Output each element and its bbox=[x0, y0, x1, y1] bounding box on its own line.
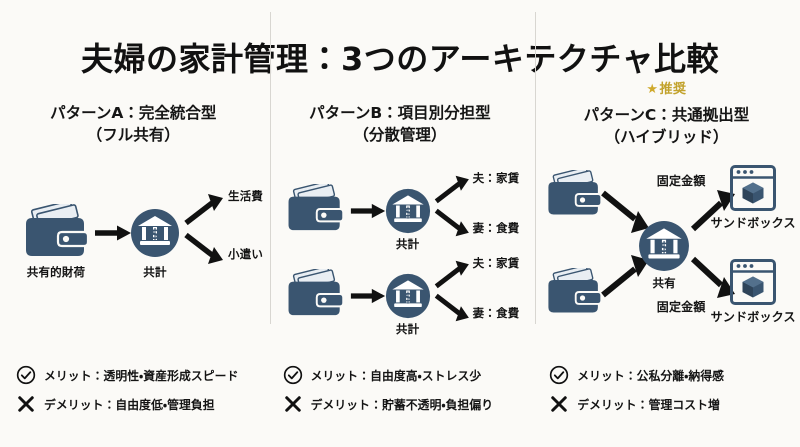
output-label-1: 夫：家賃 bbox=[472, 171, 520, 185]
arrow-hub-to-output-2 bbox=[434, 293, 469, 322]
pattern-c-notes: メリット：公私分離・納得感 デメリット：管理コスト増 bbox=[533, 365, 800, 414]
cross-icon bbox=[18, 396, 34, 412]
bank-icon: $ bbox=[385, 188, 431, 234]
pattern-a-notes: メリット：透明性・資産形成スピード デメリット：自由度低・管理負担 bbox=[0, 365, 267, 414]
pattern-column-b: パターンB：項目別分担型 （分散管理） bbox=[267, 90, 534, 420]
wallet-icon bbox=[545, 170, 603, 218]
merit-text: メリット：公私分離・納得感 bbox=[577, 368, 725, 383]
page-title: 夫婦の家計管理：3つのアーキテクチャ比較 bbox=[80, 40, 720, 78]
arrow-wallet-to-hub bbox=[350, 288, 385, 304]
hub-label: 共計 bbox=[143, 265, 167, 279]
pattern-columns: パターンA：完全統合型 （フル共有） 共有的財荷 bbox=[0, 82, 800, 420]
merit-row: メリット：透明性・資産形成スピード bbox=[16, 365, 267, 385]
star-icon: ★ bbox=[646, 82, 659, 97]
pattern-a-diagram: 共有的財荷 $ bbox=[0, 146, 267, 420]
wallet-icon bbox=[285, 184, 345, 234]
arrow-hub-to-output-1 bbox=[434, 175, 469, 204]
output-label-2: 妻：食費 bbox=[472, 221, 520, 235]
check-circle-icon bbox=[16, 365, 36, 385]
hub-label: 共計 bbox=[395, 237, 420, 251]
pattern-a-heading: パターンA：完全統合型 （フル共有） bbox=[50, 102, 216, 146]
demerit-row: デメリット：自由度低・管理負担 bbox=[16, 394, 267, 414]
svg-text:$: $ bbox=[403, 291, 412, 306]
recommended-badge: ★推奨 bbox=[533, 78, 800, 97]
cross-icon bbox=[551, 396, 567, 412]
demerit-row: デメリット：貯蓄不透明・負担偏り bbox=[283, 394, 534, 414]
column-divider-1 bbox=[270, 12, 271, 324]
demerit-text: デメリット：貯蓄不透明・負担偏り bbox=[310, 397, 494, 412]
bank-icon: $ bbox=[130, 208, 180, 258]
merit-row: メリット：公私分離・納得感 bbox=[549, 365, 800, 385]
merit-row: メリット：自由度高・ストレス少 bbox=[283, 365, 534, 385]
arrow-wallet-to-hub bbox=[95, 225, 131, 241]
pattern-b-heading-line1: パターンB：項目別分担型 bbox=[309, 104, 491, 122]
svg-text:$: $ bbox=[150, 227, 160, 243]
arrow-wallet-top-to-hub bbox=[601, 190, 650, 233]
column-divider-2 bbox=[535, 12, 536, 324]
arrow-hub-to-output-2 bbox=[434, 208, 469, 237]
output-label-1: 夫：家賃 bbox=[472, 256, 520, 270]
sandbox-label-top: サンドボックス bbox=[710, 216, 796, 230]
arrow-hub-to-output-1 bbox=[434, 260, 469, 289]
bank-icon: $ bbox=[385, 273, 431, 319]
arrow-wallet-to-hub bbox=[350, 203, 385, 219]
pattern-column-c: ★推奨 パターンC：共通拠出型 （ハイブリッド） bbox=[533, 82, 800, 420]
pattern-b-notes: メリット：自由度高・ストレス少 デメリット：貯蓄不透明・負担偏り bbox=[267, 365, 534, 414]
pattern-b-diagram: $ 共計 夫：家賃 妻：食費 bbox=[267, 146, 534, 420]
sandbox-icon bbox=[729, 258, 777, 306]
wallet-icon bbox=[545, 268, 603, 316]
pattern-a-heading-line2: （フル共有） bbox=[86, 126, 180, 144]
hub-label: 共計 bbox=[395, 322, 420, 336]
pattern-c-heading-line2: （ハイブリッド） bbox=[604, 128, 729, 146]
wallet-label: 共有的財荷 bbox=[26, 265, 86, 279]
output-label-2: 妻：食費 bbox=[472, 306, 520, 320]
cross-icon bbox=[284, 396, 301, 412]
pattern-c-heading: パターンC：共通拠出型 （ハイブリッド） bbox=[584, 104, 750, 148]
hub-label: 共有 bbox=[652, 276, 676, 290]
merit-text: メリット：透明性・資産形成スピード bbox=[44, 368, 239, 383]
demerit-row: デメリット：管理コスト増 bbox=[549, 394, 800, 414]
edge-label-bottom: 固定金額 bbox=[656, 300, 706, 314]
check-circle-icon bbox=[550, 365, 569, 385]
sandbox-label-bottom: サンドボックス bbox=[710, 310, 796, 324]
demerit-text: デメリット：自由度低・管理負担 bbox=[44, 397, 215, 412]
check-circle-icon bbox=[283, 365, 302, 385]
pattern-b-heading-line2: （分散管理） bbox=[353, 126, 447, 144]
arrow-hub-to-output-2 bbox=[184, 232, 223, 264]
svg-text:$: $ bbox=[403, 206, 412, 221]
wallet-icon bbox=[285, 269, 345, 319]
bank-icon: $ bbox=[638, 220, 690, 272]
demerit-text: デメリット：管理コスト増 bbox=[577, 397, 720, 412]
recommended-badge-label: 推奨 bbox=[659, 82, 687, 97]
edge-label-top: 固定金額 bbox=[656, 174, 706, 188]
output-label-1: 生活費 bbox=[228, 189, 264, 203]
sandbox-icon bbox=[729, 164, 777, 212]
wallet-icon bbox=[22, 204, 90, 260]
svg-text:$: $ bbox=[659, 239, 669, 256]
pattern-c-heading-line1: パターンC：共通拠出型 bbox=[583, 106, 750, 124]
pattern-column-a: パターンA：完全統合型 （フル共有） 共有的財荷 bbox=[0, 90, 267, 420]
pattern-a-heading-line1: パターンA：完全統合型 bbox=[50, 104, 217, 122]
merit-text: メリット：自由度高・ストレス少 bbox=[310, 368, 482, 383]
pattern-b-heading: パターンB：項目別分担型 （分散管理） bbox=[309, 102, 491, 146]
output-label-2: 小遣い bbox=[228, 247, 264, 261]
pattern-c-diagram: 固定金額 固定金額 $ 共有 bbox=[533, 148, 800, 420]
arrow-hub-to-output-1 bbox=[184, 194, 223, 226]
